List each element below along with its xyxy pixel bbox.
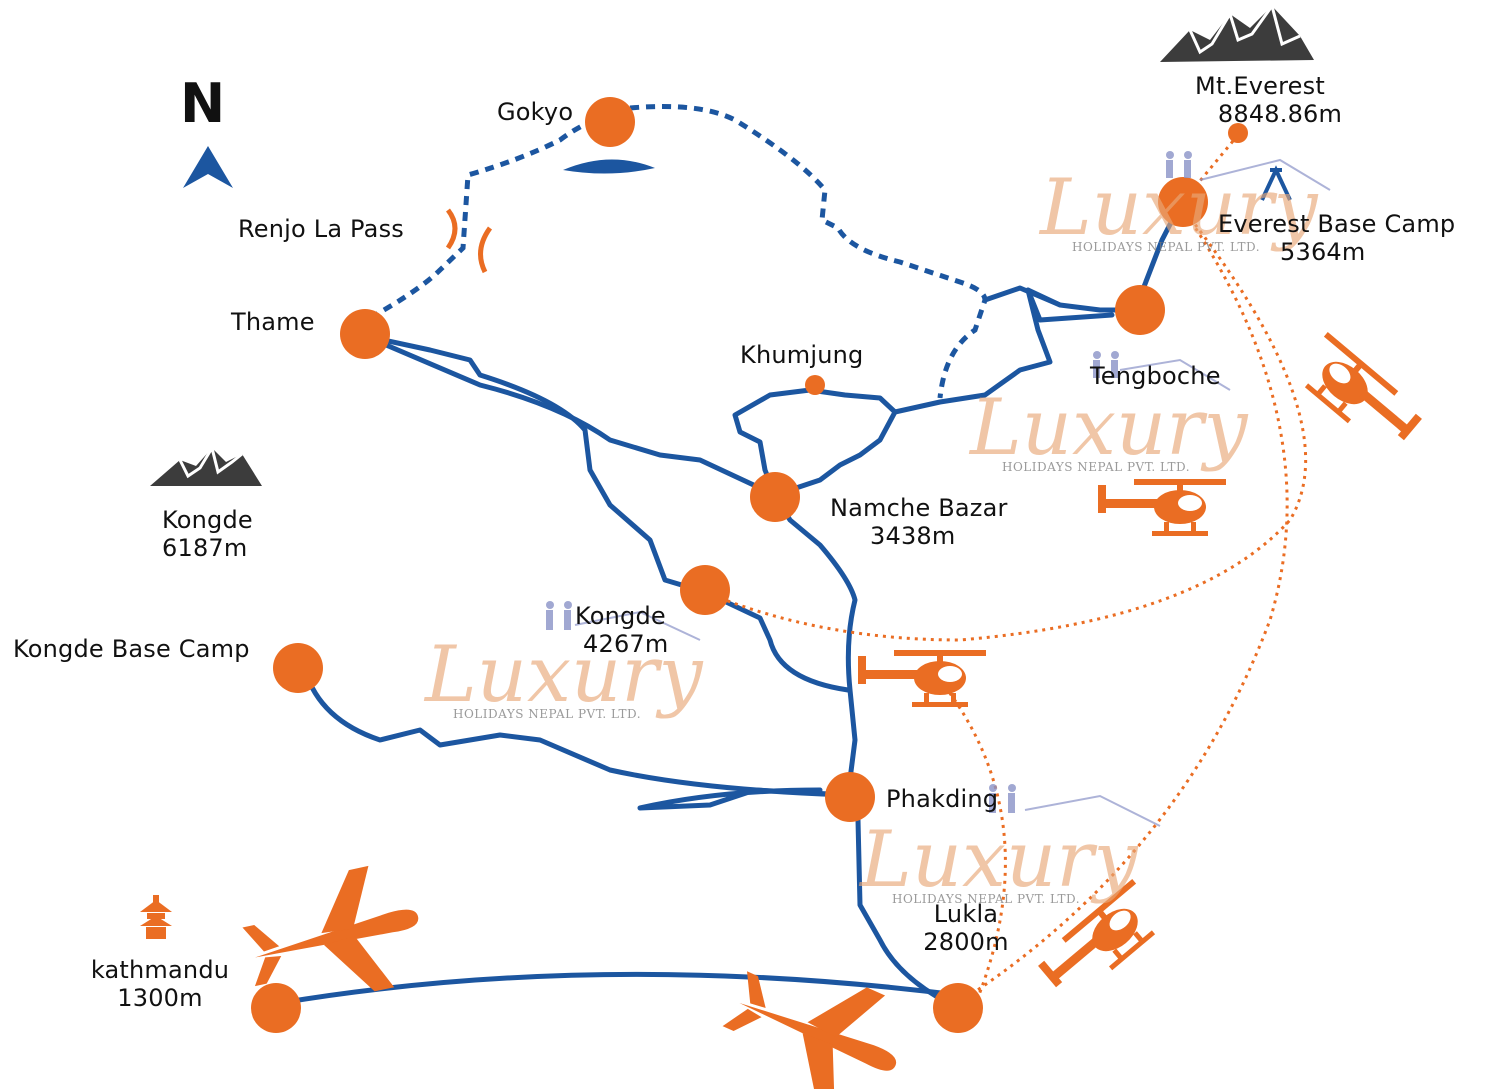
node-thame	[340, 309, 390, 359]
watermark-sub: HOLIDAYS NEPAL PVT. LTD.	[453, 707, 642, 721]
watermark: Luxury HOLIDAYS NEPAL PVT. LTD.	[970, 388, 1248, 474]
ebc-name: Everest Base Camp	[1218, 210, 1456, 238]
watermark-sub: HOLIDAYS NEPAL PVT. LTD.	[1002, 460, 1191, 474]
mt-everest-elev: 8848.86m	[1217, 100, 1343, 128]
pagoda-icon	[140, 895, 172, 939]
label-gokyo: Gokyo	[497, 98, 574, 126]
label-thame: Thame	[231, 308, 315, 336]
label-everest-base-camp: Everest Base Camp 5364m	[1218, 210, 1455, 266]
watermark-script: Luxury	[425, 630, 703, 720]
watermark: Luxury HOLIDAYS NEPAL PVT. LTD.	[425, 635, 703, 721]
pass-icon	[445, 208, 493, 274]
lukla-name: Lukla	[933, 900, 999, 928]
namche-name: Namche Bazar	[830, 494, 1008, 522]
node-phakding	[825, 772, 875, 822]
label-kathmandu: kathmandu 1300m	[84, 956, 236, 1012]
watermark: Luxury HOLIDAYS NEPAL PVT. LTD.	[860, 820, 1138, 906]
node-lukla	[933, 983, 983, 1033]
watermark-sub: HOLIDAYS NEPAL PVT. LTD.	[892, 892, 1081, 906]
watermark-script: Luxury	[860, 815, 1138, 905]
node-tengboche	[1115, 285, 1165, 335]
mountain-icon	[1160, 2, 1314, 62]
helicopter-icon	[1291, 331, 1426, 458]
helicopter-icon	[1098, 479, 1226, 536]
kongde-elev: 4267m	[583, 630, 669, 658]
watermark: Luxury HOLIDAYS NEPAL PVT. LTD.	[1040, 168, 1318, 254]
mountain-icon	[150, 444, 262, 486]
kathmandu-name: kathmandu	[90, 956, 230, 984]
north-label: N	[180, 72, 226, 135]
trekkers-icon	[546, 151, 1192, 813]
watermark-mountain-lines	[574, 158, 1331, 827]
node-everest-base-camp	[1158, 177, 1208, 227]
label-khumjung: Khumjung	[740, 341, 864, 369]
node-gokyo	[585, 97, 635, 147]
label-mt-everest: Mt.Everest 8848.86m	[1175, 72, 1345, 128]
location-nodes	[251, 97, 1248, 1033]
label-phakding: Phakding	[886, 785, 999, 813]
label-kongde-base-camp: Kongde Base Camp	[13, 635, 250, 663]
kongde-peak-elev: 6187m	[162, 534, 248, 562]
kathmandu-elev: 1300m	[117, 984, 203, 1012]
node-mt-everest	[1228, 123, 1248, 143]
label-kongde: Kongde 4267m	[575, 602, 668, 658]
lukla-elev: 2800m	[923, 928, 1009, 956]
lake-icon	[563, 159, 655, 174]
kongde-name: Kongde	[575, 602, 666, 630]
watermark-script: Luxury	[1040, 163, 1318, 253]
node-kongde	[680, 565, 730, 615]
airplane-icon	[710, 940, 920, 1089]
ebc-elev: 5364m	[1280, 238, 1366, 266]
node-namche-bazar	[750, 472, 800, 522]
label-renjo-la-pass: Renjo La Pass	[238, 215, 404, 243]
mt-everest-name: Mt.Everest	[1195, 72, 1325, 100]
watermark-script: Luxury	[970, 383, 1248, 473]
label-lukla: Lukla 2800m	[916, 900, 1016, 956]
helicopter-icon	[858, 650, 986, 707]
label-tengboche: Tengboche	[1090, 362, 1221, 390]
node-khumjung	[805, 375, 825, 395]
north-arrow-icon	[183, 146, 233, 188]
node-kathmandu	[251, 983, 301, 1033]
node-kongde-base-camp	[273, 643, 323, 693]
alternate-trek-routes	[368, 104, 988, 399]
label-namche-bazar: Namche Bazar 3438m	[830, 494, 1008, 550]
helicopter-routes	[704, 134, 1308, 1006]
kongde-peak-name: Kongde	[162, 506, 253, 534]
label-kongde-peak: Kongde 6187m	[162, 506, 253, 562]
watermark-sub: HOLIDAYS NEPAL PVT. LTD.	[1072, 240, 1261, 254]
tent-icon	[1260, 165, 1292, 201]
namche-elev: 3438m	[870, 522, 956, 550]
